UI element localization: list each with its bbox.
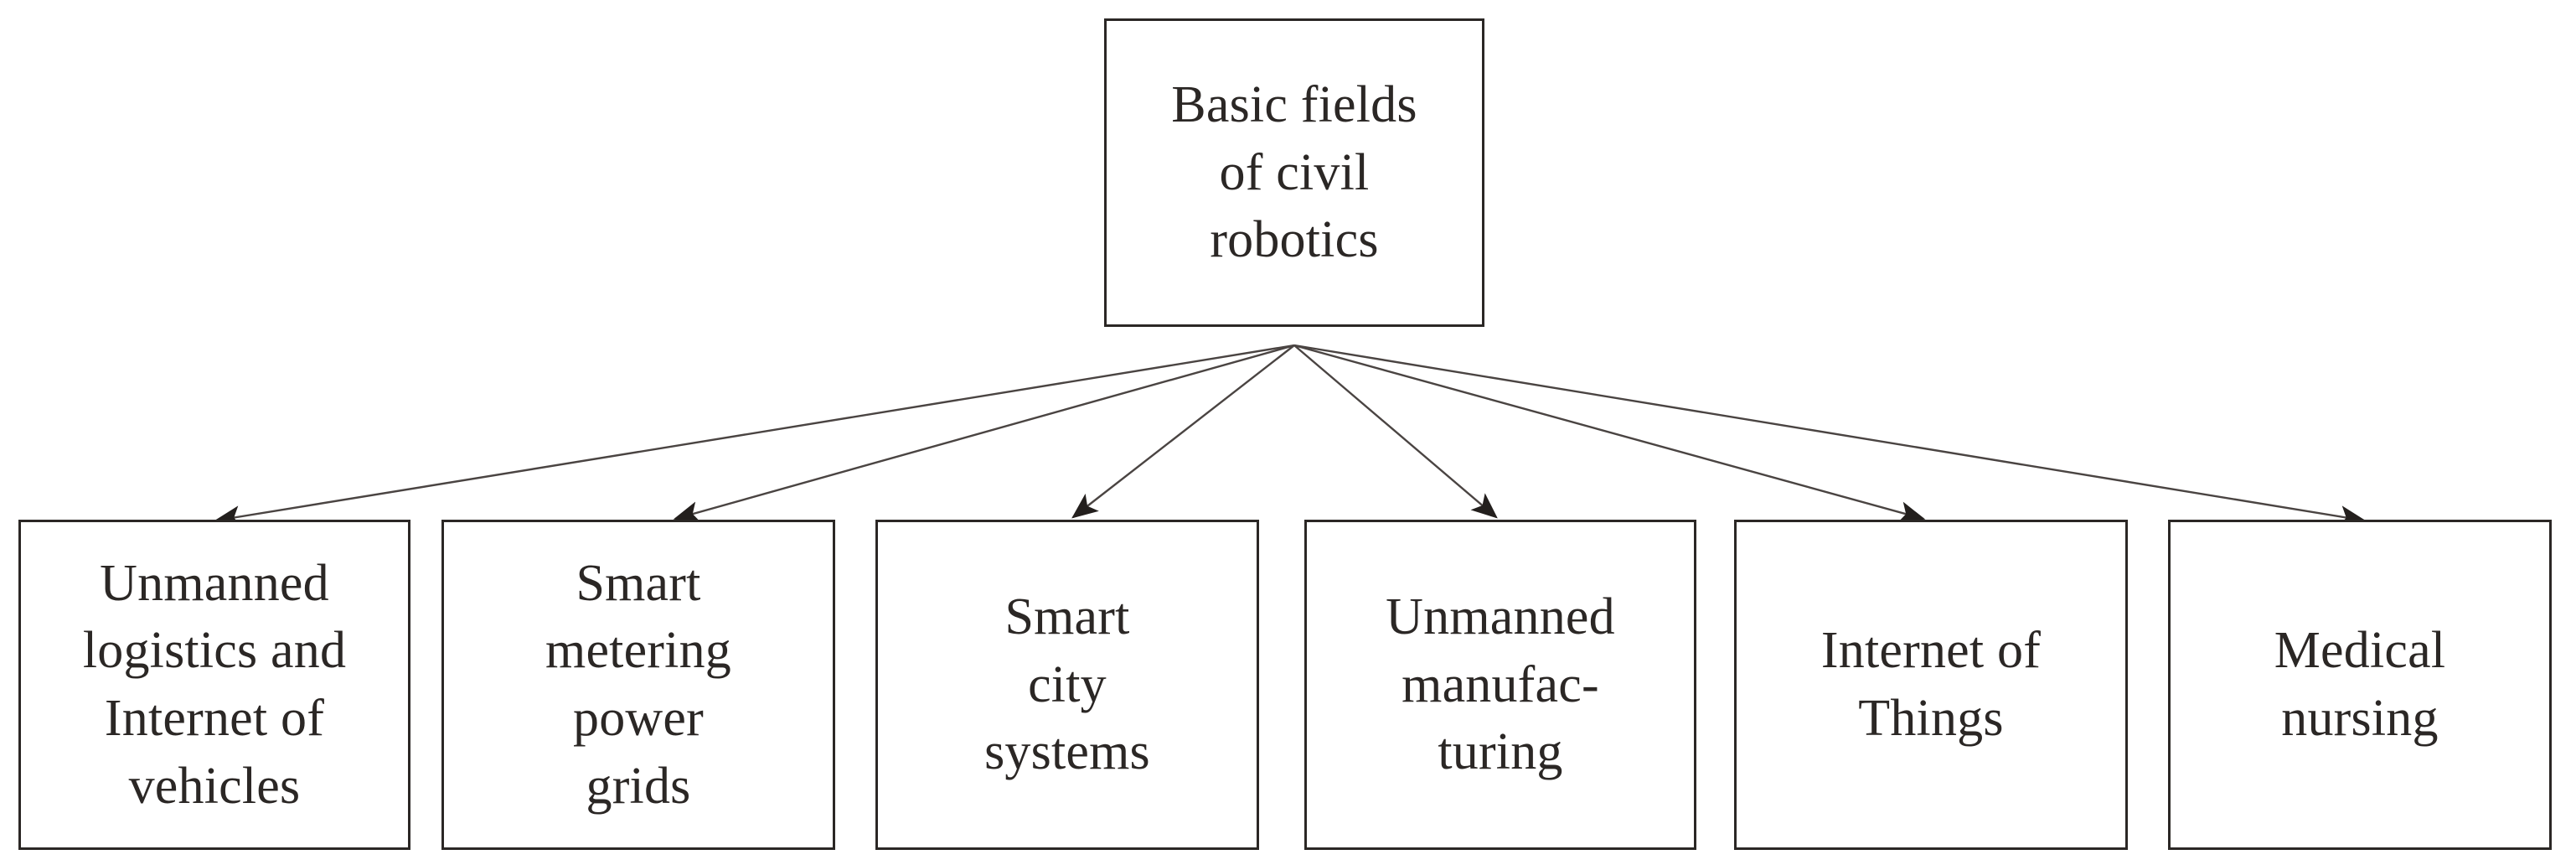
node-basic-fields-of-civil-robotics[interactable]: Basic fields of civil robotics — [1104, 18, 1484, 327]
edge-root-to-leaf-1 — [673, 344, 1295, 523]
node-label-leaf-3: Unmanned manufac- turing — [1386, 588, 1615, 781]
node-medical-nursing[interactable]: Medical nursing — [2168, 520, 2552, 850]
node-smart-metering-power-grids[interactable]: Smart metering power grids — [441, 520, 835, 850]
edge-root-to-leaf-5 — [1293, 344, 2367, 528]
edge-root-to-leaf-2 — [1071, 344, 1295, 519]
node-label-leaf-0: Unmanned logistics and Internet of vehic… — [82, 554, 347, 815]
node-label-leaf-5: Medical nursing — [2274, 622, 2446, 747]
node-smart-city-systems[interactable]: Smart city systems — [875, 520, 1259, 850]
edge-root-to-leaf-4 — [1293, 344, 1926, 524]
edge-root-to-leaf-0 — [214, 344, 1295, 528]
node-unmanned-logistics-and-internet-of-vehicles[interactable]: Unmanned logistics and Internet of vehic… — [18, 520, 410, 850]
node-label-leaf-1: Smart metering power grids — [545, 554, 731, 815]
node-label-leaf-4: Internet of Things — [1820, 622, 2042, 747]
node-internet-of-things[interactable]: Internet of Things — [1734, 520, 2128, 850]
edge-root-to-leaf-3 — [1293, 344, 1498, 519]
node-label-leaf-2: Smart city systems — [984, 588, 1150, 781]
node-label-root: Basic fields of civil robotics — [1171, 76, 1417, 269]
node-unmanned-manufacturing[interactable]: Unmanned manufac- turing — [1304, 520, 1696, 850]
